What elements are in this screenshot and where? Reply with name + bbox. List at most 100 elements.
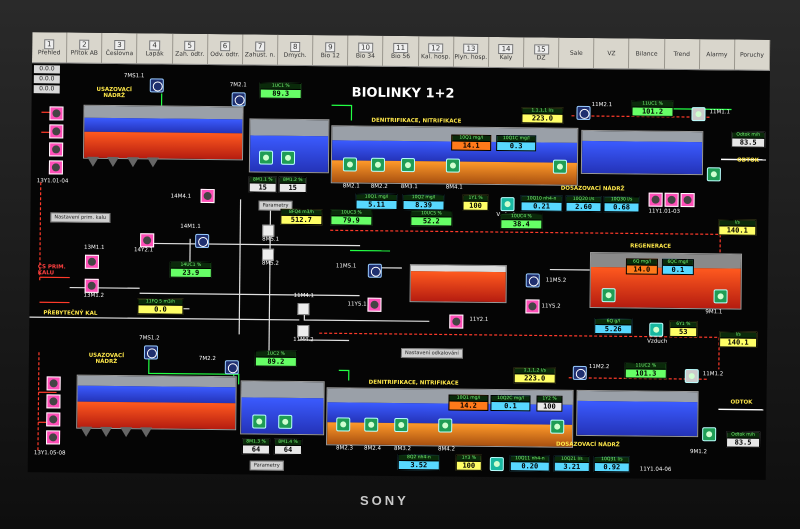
- valve-11m12[interactable]: [684, 368, 699, 384]
- air-valve-2[interactable]: [649, 322, 664, 337]
- scraper-11m21[interactable]: [576, 105, 591, 120]
- label-9m12: 9M1.2: [689, 449, 707, 456]
- mixer-8m42[interactable]: [552, 159, 568, 174]
- mixer-8m13[interactable]: [252, 414, 267, 429]
- mixer-8m22[interactable]: [370, 157, 386, 172]
- valve-11m42[interactable]: [297, 324, 310, 338]
- pump-14m41[interactable]: [200, 188, 215, 204]
- mixer-reg-2[interactable]: [713, 289, 728, 304]
- label-11m52: 11M5.2: [545, 277, 567, 284]
- label-8m42: 8M4.2: [437, 446, 456, 453]
- label-regenerace: REGENERACE: [630, 243, 672, 250]
- label-11m12: 11M1.2: [702, 371, 724, 378]
- label-11m11: 11M1.1: [709, 109, 731, 116]
- label-odtok-1: ODTOK: [736, 157, 759, 164]
- sludge-pump-8[interactable]: [46, 430, 61, 445]
- pump-11m52[interactable]: [525, 273, 540, 288]
- pump-11y52[interactable]: [525, 299, 540, 314]
- mixer-8m12[interactable]: [280, 150, 296, 165]
- pump-13m11[interactable]: [84, 254, 99, 269]
- sludge-tank-middle: [409, 264, 507, 304]
- mixer-8m14[interactable]: [278, 414, 293, 429]
- value-reg-y: 6Y1 %53: [669, 320, 698, 338]
- valve-11m41[interactable]: [297, 302, 310, 316]
- sludge-pump-5[interactable]: [46, 376, 61, 391]
- label-8m51: 8M5.1: [262, 236, 280, 243]
- mixer-8m31[interactable]: [400, 158, 416, 173]
- sludge-pump-2[interactable]: [49, 124, 64, 139]
- pump-14y21[interactable]: [140, 233, 155, 248]
- label-denitrifikace-1: DENITRIFIKACE, NITRIFIKACE: [371, 117, 462, 125]
- label-9m11: 9M1.1: [705, 309, 723, 316]
- label-denitrifikace-2: DENITRIFIKACE, NITRIFIKACE: [368, 379, 459, 387]
- nastaveni-prim-kalu-button[interactable]: Nastavení prim. kalu: [50, 212, 111, 223]
- label-7ms11: 7MS1.1: [123, 73, 145, 80]
- valve-11m11[interactable]: [691, 107, 706, 122]
- inlet-7m21[interactable]: [231, 92, 246, 107]
- sludge-pump-1[interactable]: [49, 106, 64, 121]
- valve-8m52[interactable]: [261, 248, 275, 261]
- mixer-8m11[interactable]: [258, 150, 274, 165]
- air-valve-1[interactable]: [500, 197, 515, 212]
- parametry-button-2[interactable]: Parametry: [249, 460, 284, 471]
- mixer-reg-1[interactable]: [601, 288, 616, 303]
- mixer-8m43[interactable]: [550, 419, 565, 434]
- pump-11y21[interactable]: [449, 314, 464, 329]
- label-8m22: 8M2.2: [370, 183, 388, 190]
- mixer-8m42b[interactable]: [438, 418, 453, 433]
- valve-9m12[interactable]: [702, 427, 717, 442]
- mixer-8m24[interactable]: [364, 417, 379, 432]
- label-8m23: 8M2.3: [335, 445, 354, 452]
- sludge-pump-7[interactable]: [46, 412, 61, 427]
- pump-13m12[interactable]: [84, 278, 99, 293]
- sludge-pump-3[interactable]: [49, 142, 64, 157]
- label-8m24: 8M2.4: [363, 445, 382, 452]
- pump-11y102[interactable]: [664, 192, 679, 207]
- anoxic-tank-1: [248, 118, 330, 174]
- sludge-pump-4[interactable]: [48, 160, 63, 175]
- valve-9m11[interactable]: [706, 167, 721, 182]
- label-7m21: 7M2.1: [229, 82, 247, 89]
- thickener-14m11[interactable]: [195, 233, 210, 249]
- pump-11y101[interactable]: [648, 192, 663, 207]
- nastaveni-odkalovani-button[interactable]: Nastavení odkalování: [400, 348, 463, 359]
- scraper-7ms12[interactable]: [143, 345, 159, 360]
- value-10uc5: 10UC5 %52.2: [410, 210, 453, 227]
- label-13y105: 13Y1.05-08: [33, 450, 66, 457]
- hopper-7: [120, 427, 133, 438]
- label-prebytecny-kal: PŘEBYTEČNÝ KAL: [43, 310, 98, 317]
- mixer-8m32[interactable]: [394, 417, 409, 433]
- pump-11m51[interactable]: [367, 263, 382, 278]
- value-1uc2: 1UC2 %89.2: [254, 350, 298, 367]
- label-14y21: 14Y2.1: [134, 247, 154, 254]
- mixer-8m21[interactable]: [342, 157, 358, 172]
- pump-11y51[interactable]: [367, 297, 382, 312]
- scraper-11m22[interactable]: [572, 365, 587, 380]
- valve-8m51[interactable]: [262, 224, 275, 237]
- label-11m21: 11M2.1: [591, 102, 613, 109]
- pump-11y103[interactable]: [680, 192, 695, 208]
- label-11y21: 11Y2.1: [469, 316, 489, 323]
- inlet-7m22[interactable]: [224, 360, 239, 375]
- air-valve-3[interactable]: [489, 456, 504, 472]
- scraper-7ms11[interactable]: [149, 78, 164, 93]
- label-11m41: 11M4.1: [293, 292, 315, 300]
- label-8m21: 8M2.1: [342, 183, 360, 190]
- label-11y52: 11Y5.2: [541, 303, 561, 310]
- mixer-8m23[interactable]: [336, 417, 351, 432]
- sludge-pump-6[interactable]: [46, 394, 61, 409]
- label-dosazovaci-2: DOSAZOVACÍ NÁDRŽ: [556, 441, 620, 449]
- mixer-8m41[interactable]: [445, 158, 461, 173]
